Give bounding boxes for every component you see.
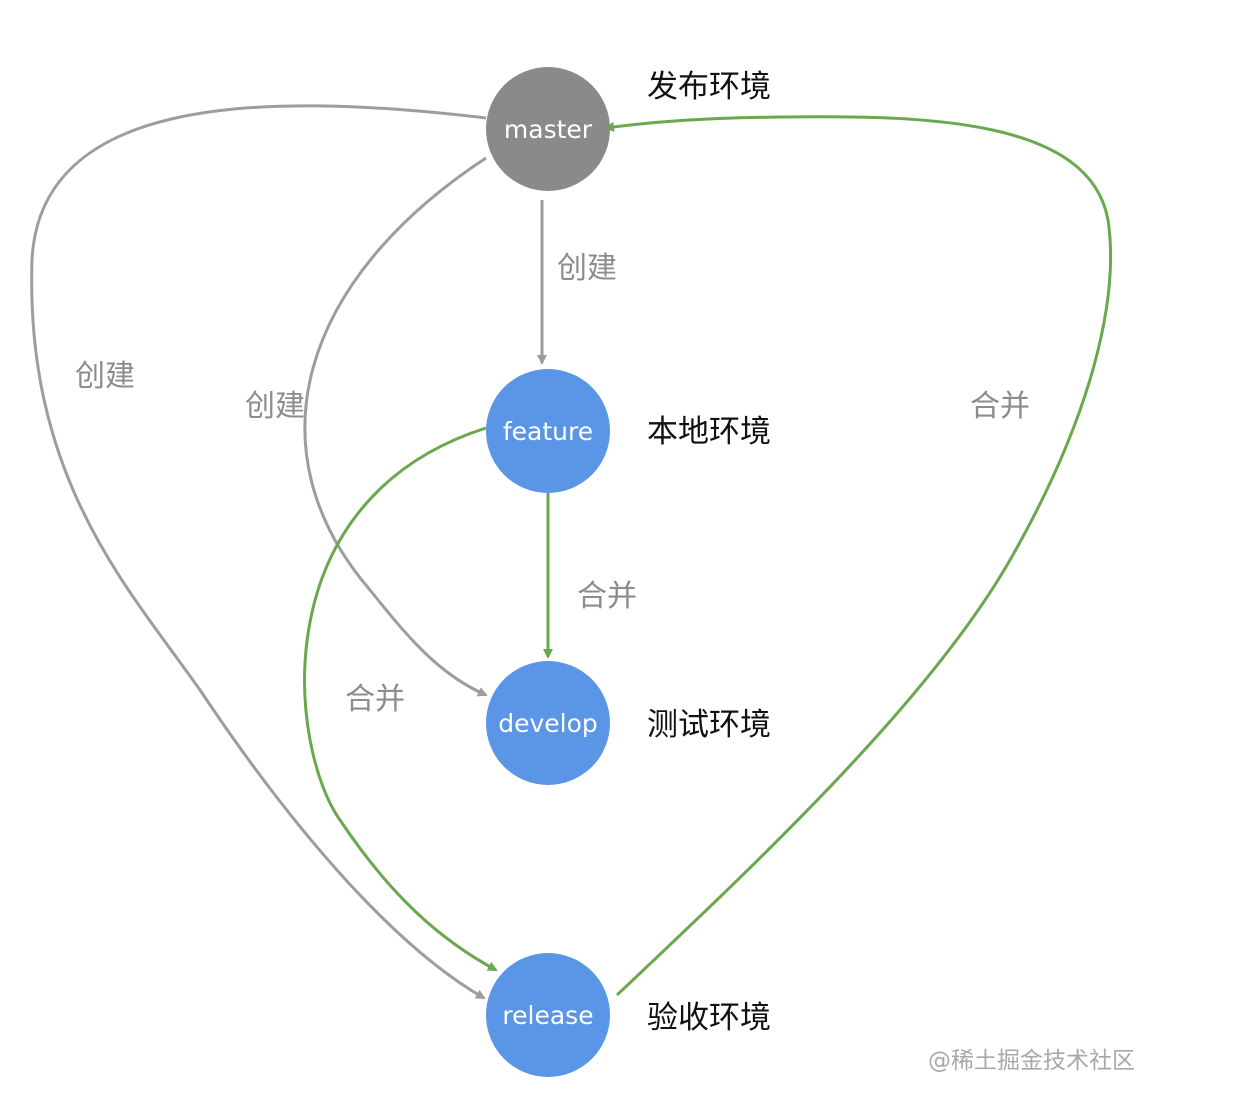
- edge-label-feature-to-develop: 合并: [577, 579, 637, 614]
- env-label-release: 验收环境: [647, 1000, 771, 1036]
- edge-label-master-to-release: 创建: [75, 359, 135, 394]
- edge-release-to-master: [604, 115, 1113, 997]
- node-release-circle: [486, 953, 610, 1077]
- env-label-develop: 测试环境: [647, 707, 771, 743]
- edge-master-to-release: [30, 104, 487, 1000]
- node-master: master: [486, 67, 610, 191]
- node-master-circle: [486, 67, 610, 191]
- edge-label-master-to-develop: 创建: [245, 389, 305, 424]
- node-develop-label: develop: [498, 709, 598, 738]
- edge-feature-to-release: [303, 426, 498, 972]
- node-master-label: master: [504, 115, 593, 144]
- env-label-feature: 本地环境: [647, 414, 771, 450]
- node-release-label: release: [502, 1001, 593, 1030]
- edge-master-to-develop: [303, 156, 488, 697]
- watermark: @稀土掘金技术社区: [928, 1048, 1135, 1074]
- node-feature: feature: [486, 369, 610, 493]
- node-feature-circle: [486, 369, 610, 493]
- edge-label-feature-to-release: 合并: [345, 682, 405, 717]
- node-feature-label: feature: [503, 417, 593, 446]
- edge-label-release-to-master: 合并: [970, 389, 1030, 424]
- node-release: release: [486, 953, 610, 1077]
- edge-label-master-to-feature: 创建: [557, 251, 617, 286]
- node-develop-circle: [486, 661, 610, 785]
- node-develop: develop: [486, 661, 610, 785]
- env-label-master: 发布环境: [647, 69, 771, 105]
